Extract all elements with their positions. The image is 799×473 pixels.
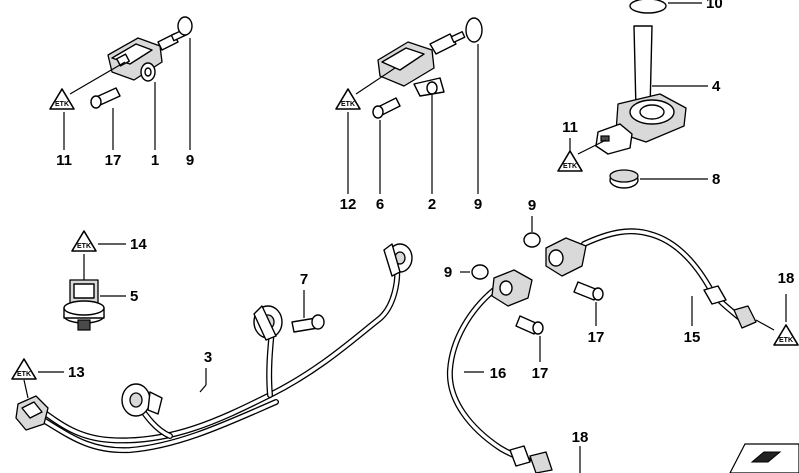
callout-9d: 9: [444, 264, 452, 281]
callout-15: 15: [684, 329, 701, 346]
callout-12: 12: [340, 196, 357, 213]
callout-11b: 11: [562, 119, 578, 136]
o-ring-part-9b: [465, 17, 483, 43]
callout-14: 14: [130, 236, 147, 253]
callout-18a: 18: [778, 270, 795, 287]
bolt-part-17c: [515, 315, 544, 335]
bolt-part-6: [372, 97, 401, 119]
callout-17a: 17: [105, 152, 122, 169]
o-ring-part-10: [629, 0, 667, 14]
o-ring-part-9a: [177, 16, 193, 36]
o-ring-part-9c: [523, 232, 541, 248]
bolt-part-17a: [90, 87, 121, 109]
pressure-switch-part-5: [63, 279, 105, 331]
warning-triangle-14: [71, 230, 97, 252]
o-ring-part-9d: [471, 264, 489, 280]
callout-1: 1: [151, 152, 159, 169]
bolt-part-7: [291, 314, 325, 333]
callout-18b: 18: [572, 429, 589, 446]
knock-sensor-harness-part-3: [15, 243, 413, 454]
callout-13: 13: [68, 364, 85, 381]
corner-marker-icon: [729, 443, 799, 473]
warning-triangle-12: [335, 88, 361, 110]
callout-4: 4: [712, 78, 721, 95]
callout-9a: 9: [186, 152, 194, 169]
callout-8: 8: [712, 171, 720, 188]
callout-7: 7: [300, 271, 308, 288]
warning-triangle-11a: [49, 88, 75, 110]
callout-17c: 17: [532, 365, 549, 382]
sensor-cable-part-16: [446, 269, 553, 473]
warning-triangle-18a: [773, 324, 799, 346]
callout-6: 6: [376, 196, 384, 213]
callout-5: 5: [130, 288, 138, 305]
callout-2: 2: [428, 196, 436, 213]
bolt-part-17b: [573, 281, 604, 301]
callout-11a: 11: [56, 152, 72, 169]
callout-3: 3: [204, 349, 212, 366]
callout-9c: 9: [528, 197, 536, 214]
warning-triangle-13: [11, 358, 37, 380]
sensor-part-2: [377, 31, 466, 97]
callout-17b: 17: [588, 329, 605, 346]
callout-9b: 9: [474, 196, 482, 213]
callout-10: 10: [706, 0, 723, 12]
sensor-part-1: [107, 28, 188, 82]
oil-level-sensor-part-4: [595, 25, 687, 155]
grommet-part-8: [609, 169, 639, 189]
callout-16: 16: [490, 365, 507, 382]
sensor-cable-part-15: [545, 228, 757, 329]
